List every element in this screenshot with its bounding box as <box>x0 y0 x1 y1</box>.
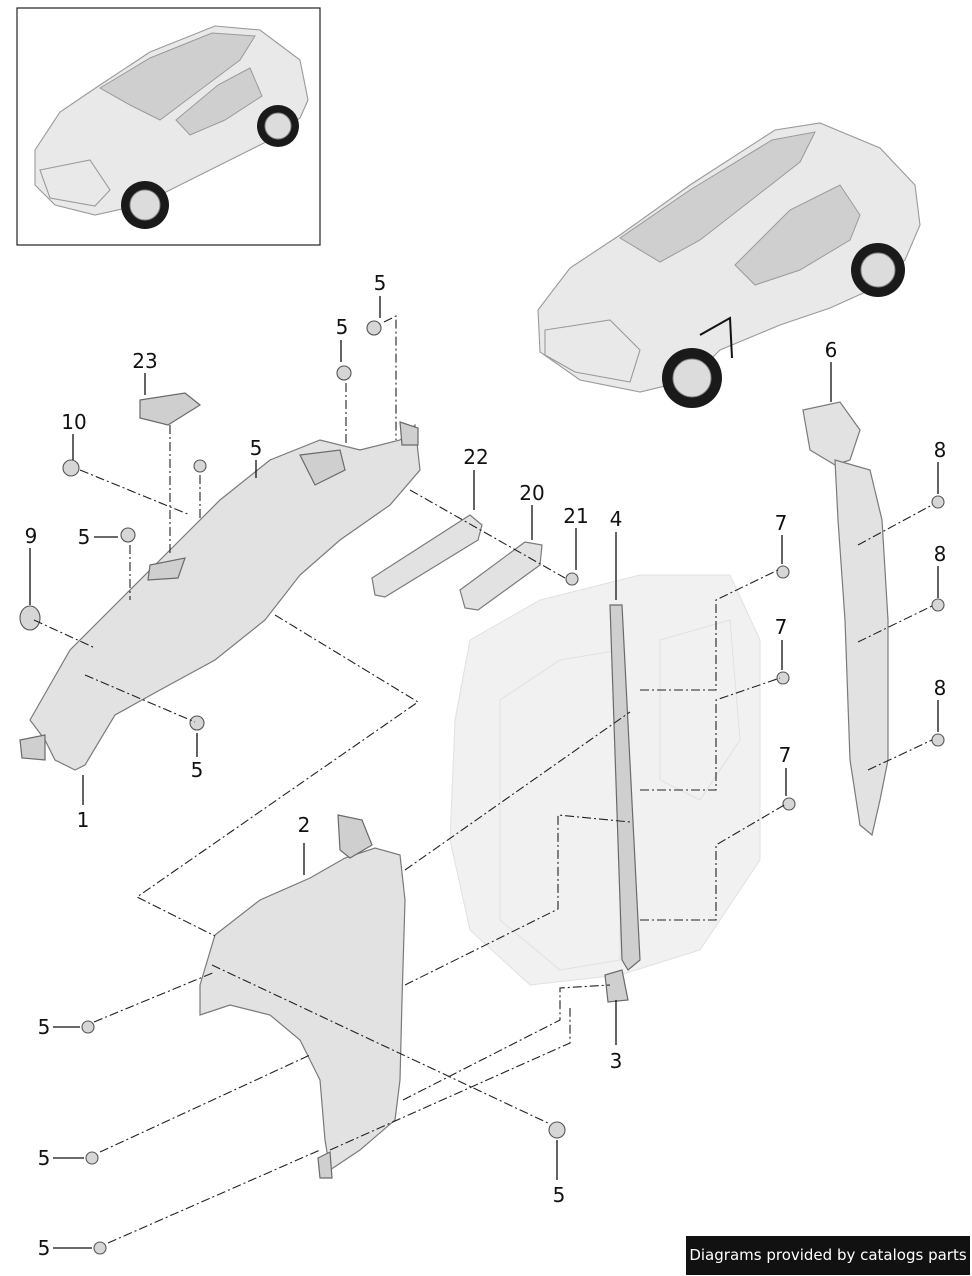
label-part-5-liner-bottom: 5 <box>191 758 204 782</box>
label-part-2: 2 <box>298 813 311 837</box>
label-part-7-bottom: 7 <box>779 743 792 767</box>
label-part-10: 10 <box>61 410 86 434</box>
vehicle-overview-thumbnail <box>16 7 321 246</box>
assembly-lines <box>33 315 933 1244</box>
position-numbers: 1 2 3 4 6 5 5 5 5 5 5 5 5 5 7 7 7 8 8 8 … <box>25 271 947 1260</box>
label-part-5-liner: 5 <box>250 436 263 460</box>
thumbnail-car <box>34 25 309 229</box>
label-part-8-middle: 8 <box>934 542 947 566</box>
label-part-4: 4 <box>610 507 623 531</box>
part-20-bracket <box>459 541 543 611</box>
fastener-10 <box>62 459 80 477</box>
label-part-3: 3 <box>610 1049 623 1073</box>
label-part-5-fender-lower: 5 <box>38 1236 51 1260</box>
label-part-8-top: 8 <box>934 438 947 462</box>
part-22-bracket <box>371 514 483 598</box>
vehicle-location-illustration <box>537 122 921 408</box>
label-part-7-middle: 7 <box>775 615 788 639</box>
fasteners <box>19 320 945 1255</box>
body-structure-background <box>449 574 761 986</box>
label-part-6: 6 <box>825 338 838 362</box>
diagram-credit-banner: Diagrams provided by catalogs parts <box>686 1236 970 1275</box>
label-part-5-top-right: 5 <box>374 271 387 295</box>
label-part-5-left: 5 <box>78 525 91 549</box>
leader-lines <box>29 296 939 1249</box>
label-part-5-top: 5 <box>336 315 349 339</box>
part-3-bracket <box>604 969 629 1003</box>
washer-9 <box>19 605 41 631</box>
label-part-20: 20 <box>519 481 544 505</box>
label-part-5-fender-right: 5 <box>553 1183 566 1207</box>
label-part-1: 1 <box>77 808 90 832</box>
label-part-21: 21 <box>563 504 588 528</box>
part-23-clip <box>139 392 202 426</box>
label-part-5-fender-upper: 5 <box>38 1015 51 1039</box>
part-6-trim-panel <box>802 401 889 837</box>
label-part-8-bottom: 8 <box>934 676 947 700</box>
label-part-22: 22 <box>463 445 488 469</box>
label-part-23: 23 <box>132 349 157 373</box>
label-part-9: 9 <box>25 524 38 548</box>
part-1-wheelhouse-liner <box>19 421 421 771</box>
label-part-7-top: 7 <box>775 511 788 535</box>
small-brackets <box>139 392 629 1003</box>
part-2-front-fender <box>199 814 406 1179</box>
part-4-pillar-seal <box>609 604 641 971</box>
label-part-5-fender-middle: 5 <box>38 1146 51 1170</box>
